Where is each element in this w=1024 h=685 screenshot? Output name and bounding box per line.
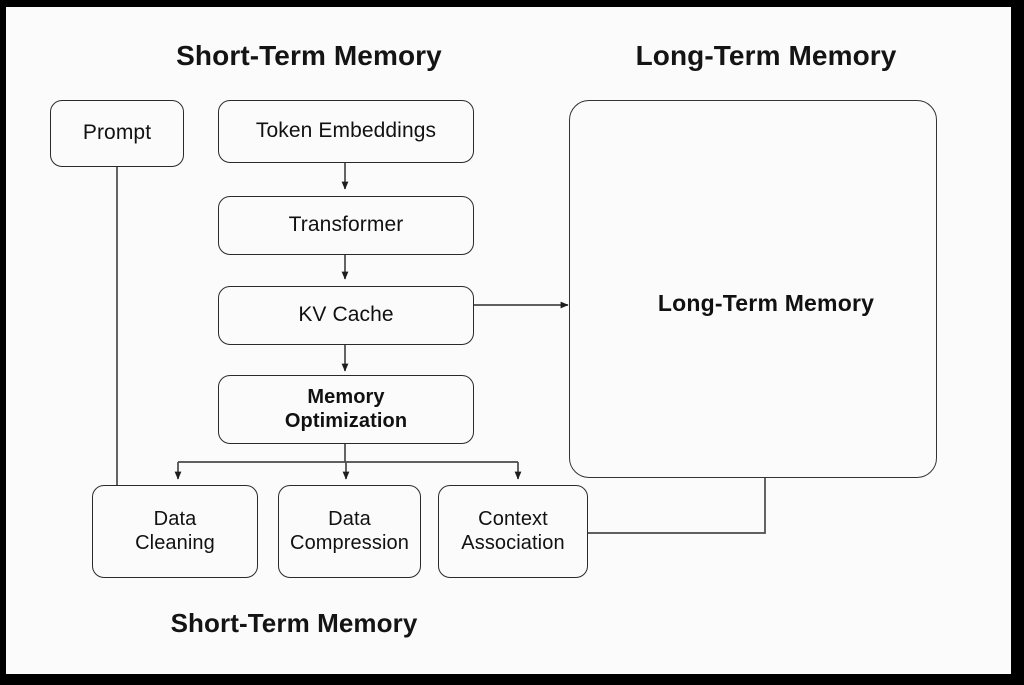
node-context-association-line-1: Context: [478, 507, 548, 530]
node-data-cleaning-line-2: Cleaning: [135, 531, 215, 554]
node-data-cleaning-line-1: Data: [153, 507, 197, 530]
node-memory-optimization-line-1: Memory: [307, 385, 385, 408]
node-kv-cache[interactable]: KV Cache: [218, 286, 474, 345]
node-data-compression[interactable]: Data Compression: [278, 485, 421, 578]
edge-long-term-memory-to-context-association: [588, 478, 766, 534]
diagram-sheet: Short-Term Memory Long-Term Memory Short…: [6, 7, 1011, 674]
node-prompt[interactable]: Prompt: [50, 100, 184, 167]
node-context-association-line-2: Association: [461, 531, 565, 554]
node-token-embeddings[interactable]: Token Embeddings: [218, 100, 474, 163]
node-memory-optimization-line-2: Optimization: [284, 409, 408, 432]
section-title-short-term-memory-bottom: Short-Term Memory: [170, 608, 418, 638]
node-data-compression-line-1: Data: [328, 507, 371, 530]
node-data-compression-line-2: Compression: [290, 531, 409, 554]
section-title-short-term-memory-top: Short-Term Memory: [176, 40, 442, 71]
long-term-memory-label: Long-Term Memory: [657, 290, 875, 316]
connector-layer: [116, 163, 766, 534]
section-title-long-term-memory: Long-Term Memory: [635, 40, 897, 71]
long-term-memory-container[interactable]: [569, 100, 937, 478]
node-transformer[interactable]: Transformer: [218, 196, 474, 255]
node-data-cleaning[interactable]: Data Cleaning: [92, 485, 258, 578]
node-memory-optimization[interactable]: Memory Optimization: [218, 375, 474, 444]
node-context-association[interactable]: Context Association: [438, 485, 588, 578]
